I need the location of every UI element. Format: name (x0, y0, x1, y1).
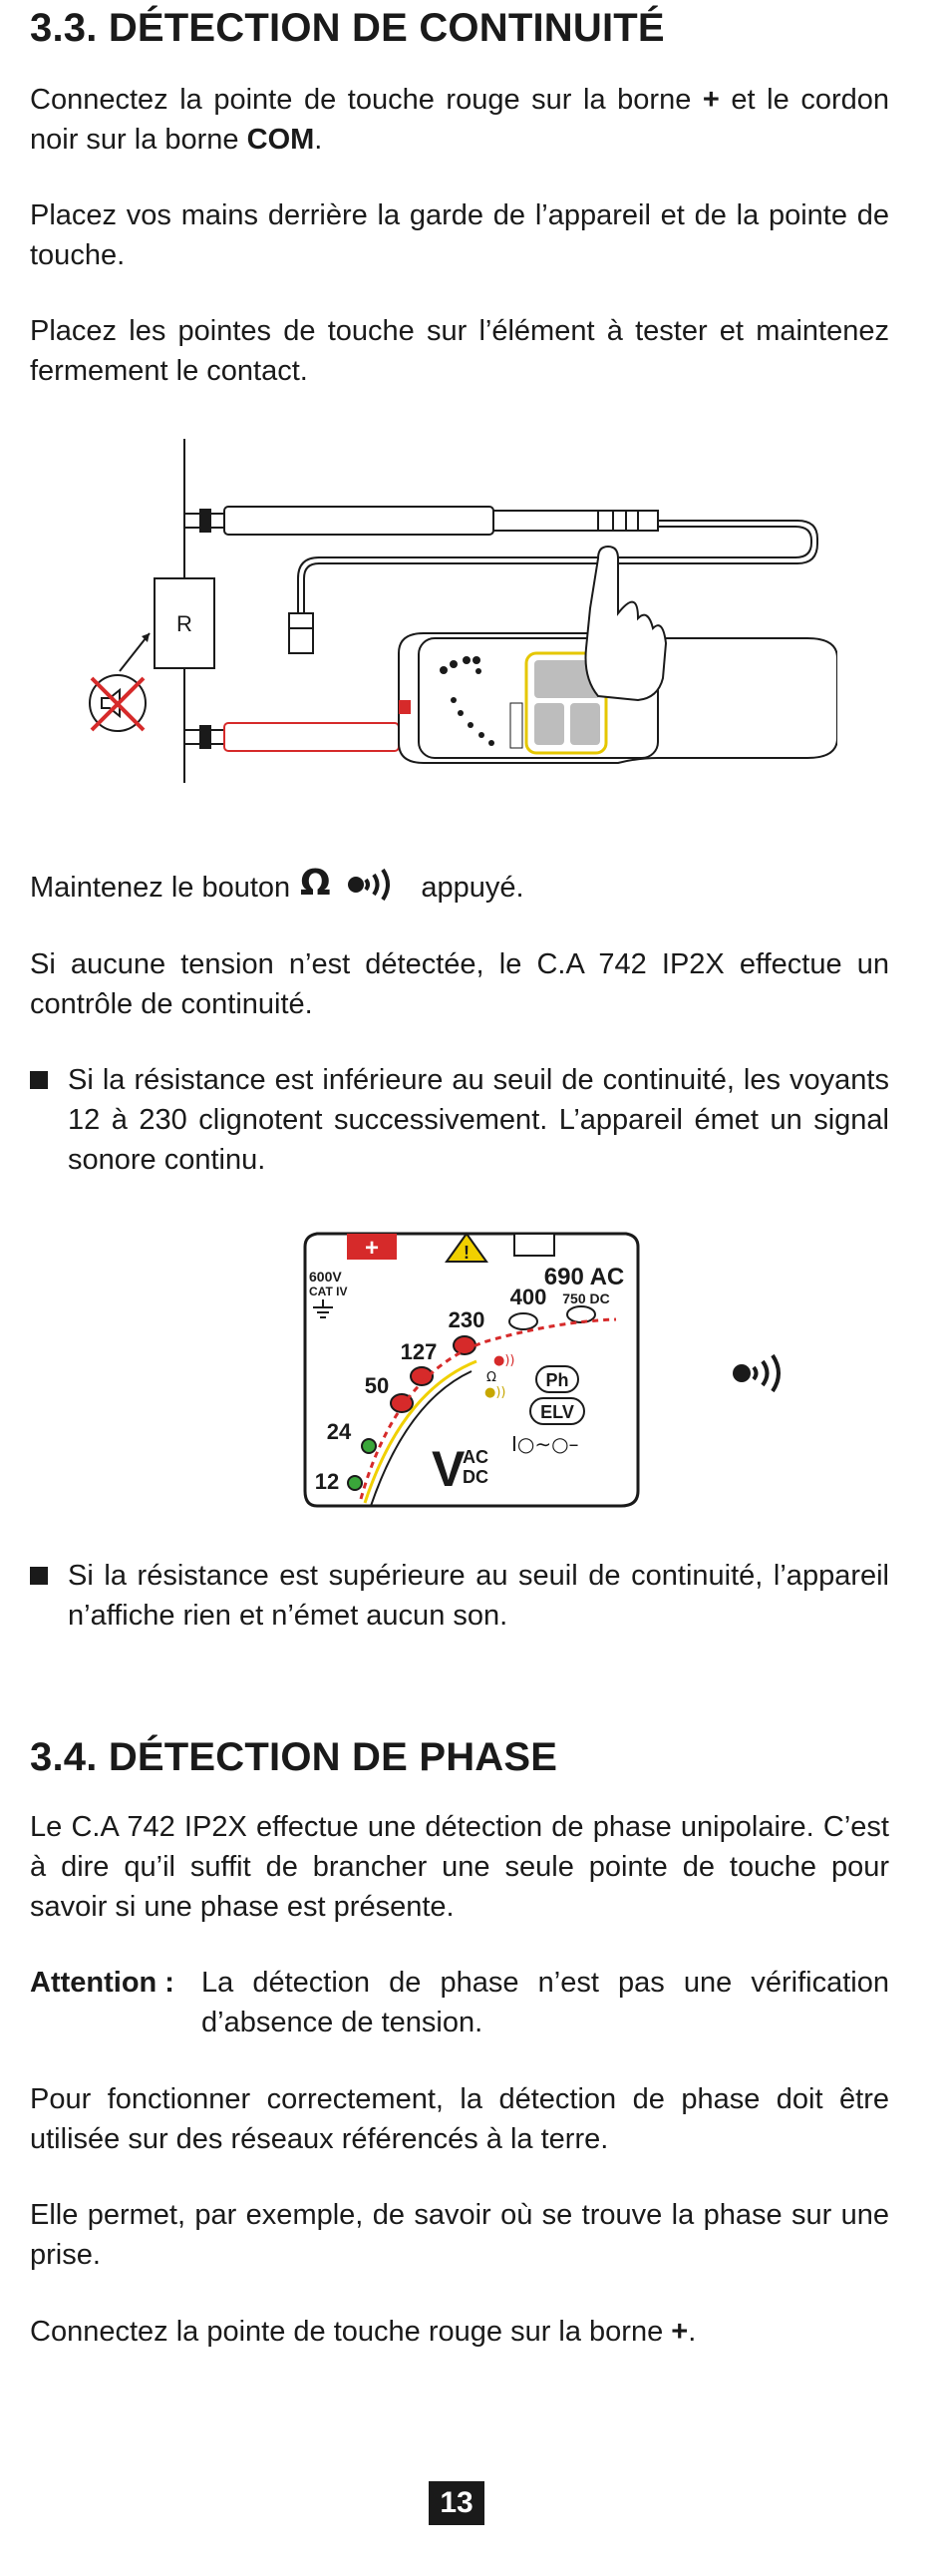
buzzer-icon (733, 1353, 781, 1393)
led-display-illustration: + ! 600V CAT IV 690 AC 750 DC 400 230 12… (303, 1232, 640, 1508)
hand-icon (584, 545, 668, 702)
paragraph-earth-networks: Pour fonctionner correctement, la détect… (30, 2083, 889, 2155)
cat-rating-category: CAT IV (309, 1285, 347, 1298)
attention-label: Attention : (30, 1967, 174, 1999)
paragraph-socket-phase: Elle permet, par exemple, de savoir où s… (30, 2199, 889, 2271)
level-label-24: 24 (327, 1419, 352, 1444)
cat-rating-voltage: 600V (309, 1269, 342, 1285)
section-title-continuity: 3.3. DÉTECTION DE CONTINUITÉ (30, 6, 665, 50)
paragraph-hands-position: Placez vos mains derrière la garde de l’… (30, 199, 889, 271)
red-probe (183, 722, 400, 752)
paragraph-no-voltage: Si aucune tension n’est détectée, le C.A… (30, 948, 889, 1020)
attention-text: La détection de phase n’est pas une véri… (201, 1967, 889, 2038)
svg-text:!: ! (464, 1243, 470, 1263)
resistor-label: R (176, 611, 192, 636)
paragraph-phase-detection: Le C.A 742 IP2X effectue une détection d… (30, 1811, 889, 1923)
max-dc-label: 750 DC (562, 1290, 609, 1306)
max-ac-label: 690 AC (544, 1264, 624, 1290)
section-title-phase: 3.4. DÉTECTION DE PHASE (30, 1735, 558, 1779)
black-probe (183, 506, 659, 536)
level-label-127: 127 (401, 1339, 438, 1364)
continuity-test-illustration: R (89, 439, 837, 783)
bullet-square-icon (30, 1071, 48, 1089)
bullet-above-threshold: Si la résistance est supérieure au seuil… (30, 1556, 889, 1636)
ground-icon (313, 1299, 333, 1318)
svg-text:●)): ●)) (484, 1385, 506, 1400)
attention-note: Attention : La détection de phase n’est … (30, 1963, 889, 2042)
phase-badge: Ph (545, 1370, 568, 1390)
svg-text:Ω: Ω (486, 1370, 496, 1385)
volt-ac: AC (463, 1447, 488, 1467)
paragraph-hold-button: Maintenez le bouton Ω appuyé. (30, 863, 524, 905)
svg-text:●)): ●)) (493, 1353, 515, 1368)
level-label-400: 400 (510, 1285, 547, 1309)
level-label-230: 230 (449, 1307, 485, 1332)
elv-badge: ELV (540, 1402, 574, 1422)
no-sound-icon (89, 632, 151, 732)
volt-letter: V (432, 1441, 466, 1497)
paragraph-place-probes: Placez les pointes de touche sur l’éléme… (30, 315, 889, 387)
bullet-below-threshold: Si la résistance est inférieure au seuil… (30, 1060, 889, 1180)
bullet-square-icon (30, 1567, 48, 1585)
warning-icon (445, 1232, 488, 1263)
paragraph-connect-probes: Connectez la pointe de touche rouge sur … (30, 84, 889, 156)
level-label-12: 12 (315, 1469, 339, 1494)
volt-dc: DC (463, 1467, 488, 1487)
paragraph-connect-red-probe: Connectez la pointe de touche rouge sur … (30, 2316, 697, 2348)
plus-terminal-label: + (365, 1235, 379, 1262)
svg-text:Ω: Ω (300, 865, 331, 904)
ohm-buzzer-icon: Ω (300, 863, 391, 904)
page-number: 13 (429, 2481, 484, 2525)
acdc-symbols-icon: I○∼○– (511, 1432, 579, 1456)
level-label-50: 50 (365, 1373, 389, 1398)
